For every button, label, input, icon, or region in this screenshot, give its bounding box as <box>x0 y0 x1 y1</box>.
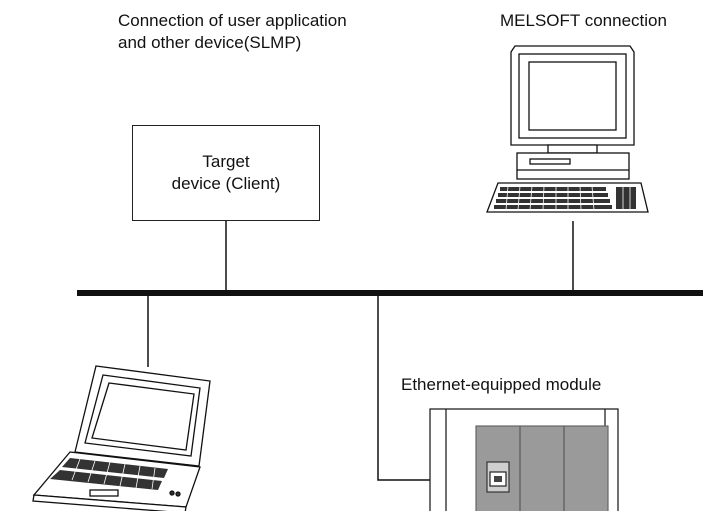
melsoft-connection-caption: MELSOFT connection <box>500 11 667 30</box>
slmp-connection-caption: Connection of user application and other… <box>118 10 347 54</box>
target-device-box: Target device (Client) <box>132 125 320 221</box>
slmp-caption-line2: and other device(SLMP) <box>118 33 302 52</box>
target-device-line1: Target <box>202 152 250 171</box>
laptop-pc-icon <box>32 365 211 511</box>
ethernet-module-caption: Ethernet-equipped module <box>401 375 602 394</box>
desktop-pc-icon <box>486 45 649 213</box>
target-device-line2: device (Client) <box>171 174 281 193</box>
slmp-caption-line1: Connection of user application <box>118 11 347 30</box>
ethernet-module-icon <box>429 408 619 511</box>
